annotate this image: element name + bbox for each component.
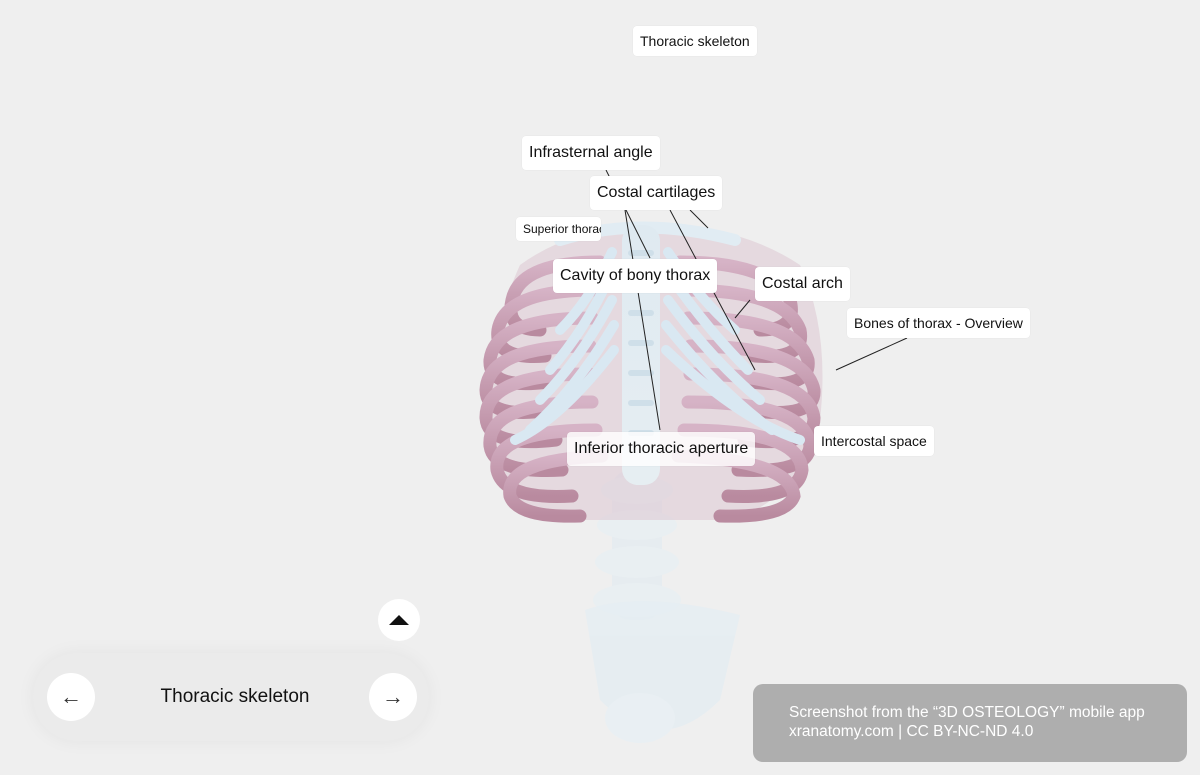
next-button[interactable]: → xyxy=(369,673,417,721)
arrow-right-icon: → xyxy=(382,684,404,709)
triangle-up-icon xyxy=(389,615,409,625)
expand-panel-button[interactable] xyxy=(378,599,420,641)
credit-line-1: Screenshot from the “3D OSTEOLOGY” mobil… xyxy=(789,704,1145,721)
label-superior-thoracic-aperture[interactable]: Superior thoracic aperture xyxy=(516,217,601,241)
lesson-title: Thoracic skeleton xyxy=(160,686,310,707)
label-thoracic-skeleton[interactable]: Thoracic skeleton xyxy=(633,26,757,56)
label-costal-arch[interactable]: Costal arch xyxy=(755,267,850,301)
arrow-left-icon: ← xyxy=(60,684,82,709)
label-inferior-thoracic-aperture[interactable]: Inferior thoracic aperture xyxy=(567,432,756,466)
sacrum xyxy=(585,601,740,743)
label-infrasternal-angle[interactable]: Infrasternal angle xyxy=(522,136,660,170)
credit-line-2: xranatomy.com | CC BY-NC-ND 4.0 xyxy=(789,723,1034,740)
lesson-navigation-bar: ← Thoracic skeleton → xyxy=(33,653,429,741)
label-intercostal-space[interactable]: Intercostal space xyxy=(814,426,934,456)
credit-watermark: Screenshot from the “3D OSTEOLOGY” mobil… xyxy=(753,684,1187,762)
label-costal-cartilages[interactable]: Costal cartilages xyxy=(590,176,723,210)
label-cavity-of-bony-thorax[interactable]: Cavity of bony thorax xyxy=(553,259,718,293)
previous-button[interactable]: ← xyxy=(47,673,95,721)
label-bones-of-thorax-overview[interactable]: Bones of thorax - Overview xyxy=(847,308,1030,338)
